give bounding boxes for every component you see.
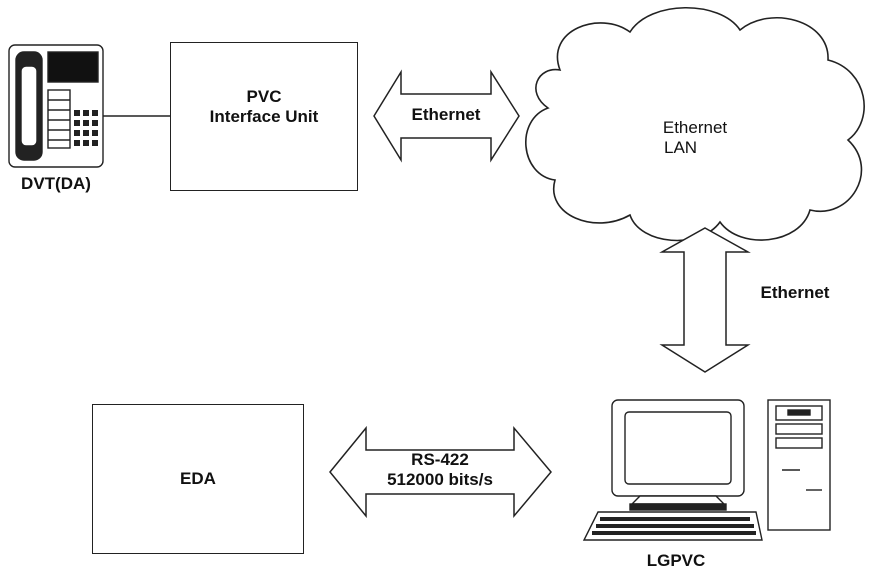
telephone-icon: [8, 44, 104, 168]
dvt-label: DVT(DA): [21, 174, 91, 193]
ethernet-lan-label: Ethernet LAN: [640, 118, 750, 159]
computer-workstation-icon: [582, 399, 831, 541]
eda-box: EDA: [92, 404, 304, 554]
pvc-label-line1: PVC: [246, 87, 282, 106]
ethernet-right-label: Ethernet: [760, 283, 830, 302]
lan-line2: LAN: [664, 138, 698, 158]
pvc-interface-unit-box: PVC Interface Unit: [170, 42, 358, 191]
rs422-line1: RS-422: [411, 450, 469, 469]
eda-label: EDA: [180, 469, 216, 488]
rs422-double-arrow: [329, 425, 552, 519]
rs422-line2: 512000 bits/s: [387, 470, 493, 490]
lgpvc-label: LGPVC: [646, 551, 706, 570]
ethernet-double-arrow-top: [373, 69, 520, 163]
ethernet-top-label: Ethernet: [411, 105, 481, 124]
ethernet-double-arrow-vertical: [659, 227, 751, 373]
pvc-interface-unit-label: PVC Interface Unit: [171, 87, 357, 128]
ethernet-lan-cloud: [525, 6, 865, 242]
pvc-label-line2: Interface Unit: [209, 107, 319, 127]
lan-line1: Ethernet: [662, 118, 728, 137]
rs422-label: RS-422 512000 bits/s: [370, 450, 510, 491]
